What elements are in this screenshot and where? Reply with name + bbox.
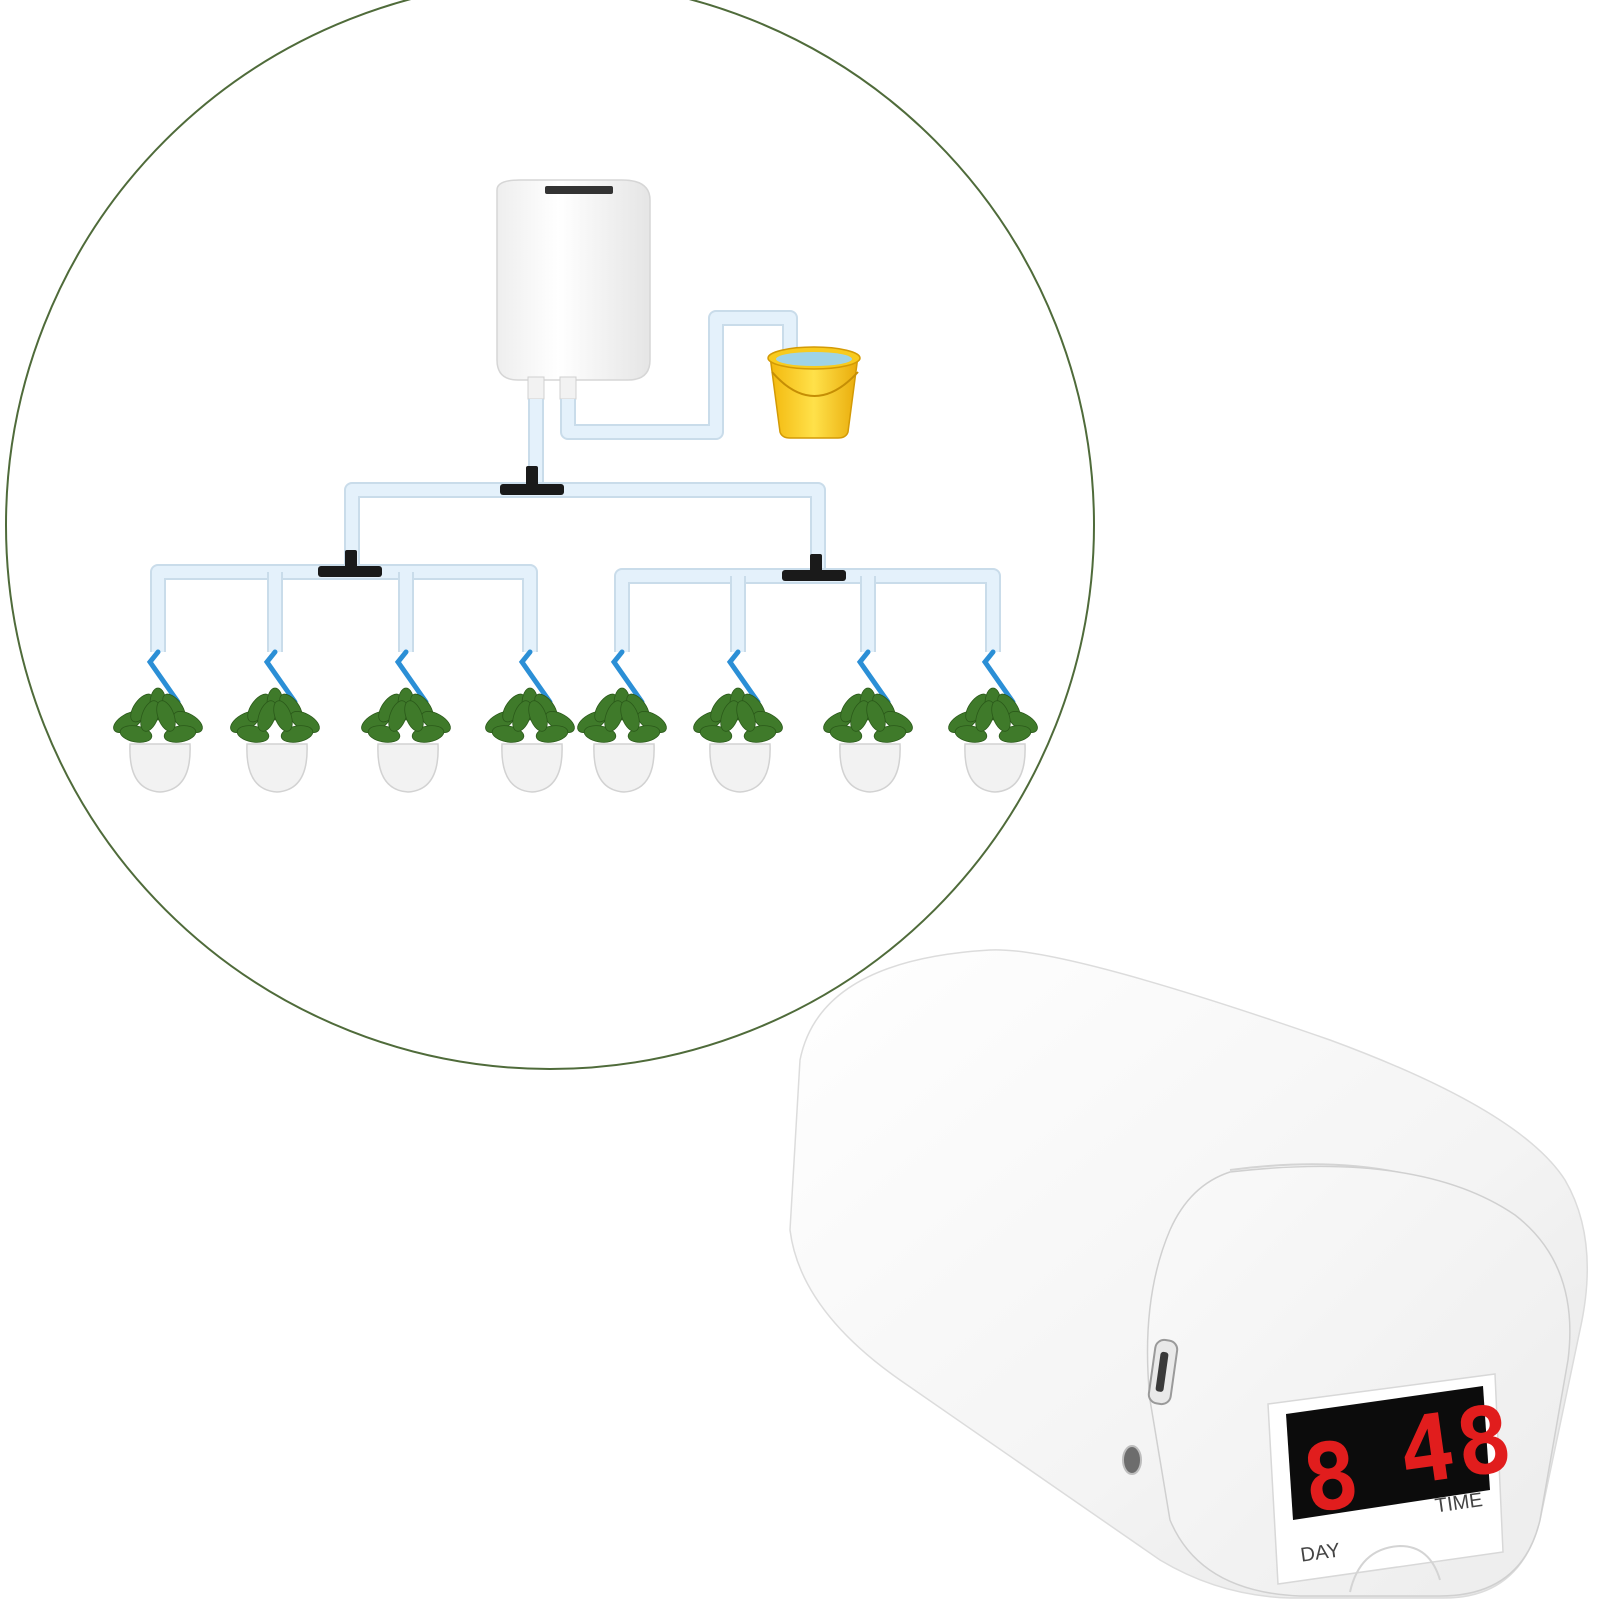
potted-plant [577, 649, 667, 793]
dripper-stake [856, 649, 891, 705]
plant-leaves [361, 687, 451, 743]
plant-leaves [577, 687, 667, 743]
plant-leaves [693, 687, 783, 743]
plants-row [113, 649, 1038, 793]
potted-plant [948, 649, 1038, 793]
water-bucket [767, 346, 861, 439]
plant-leaves [113, 687, 203, 743]
dripper-stake [263, 649, 298, 705]
day-label: DAY [1299, 1539, 1341, 1566]
dripper-stake [726, 649, 761, 705]
time-digits: 48 [1392, 1385, 1521, 1507]
dripper-stake [518, 649, 553, 705]
plant-pot [839, 743, 901, 793]
plant-pot [593, 743, 655, 793]
controller-tank [496, 179, 651, 400]
button-hole[interactable] [1122, 1445, 1142, 1475]
potted-plant [113, 649, 203, 793]
dripper-stake [146, 649, 181, 705]
plant-leaves [485, 687, 575, 743]
dripper-stake [610, 649, 645, 705]
plant-pot [964, 743, 1026, 793]
potted-plant [361, 649, 451, 793]
diagram-circle-border [5, 0, 1095, 1070]
plant-pot [501, 743, 563, 793]
potted-plant [693, 649, 783, 793]
lcd-screen [1286, 1386, 1490, 1520]
plant-leaves [230, 687, 320, 743]
thumb-notch [1349, 1544, 1441, 1593]
plant-pot [377, 743, 439, 793]
potted-plant [230, 649, 320, 793]
plant-leaves [948, 687, 1038, 743]
potted-plant [485, 649, 575, 793]
plant-pot [246, 743, 308, 793]
tee-connectors [318, 466, 846, 581]
dripper-stake [981, 649, 1016, 705]
irrigation-diagram [5, 0, 1095, 1070]
plant-leaves [823, 687, 913, 743]
potted-plant [823, 649, 913, 793]
plant-pot [129, 743, 191, 793]
controller-device: 8 48 TIME DAY [789, 949, 1588, 1599]
plant-pot [709, 743, 771, 793]
dripper-stake [394, 649, 429, 705]
